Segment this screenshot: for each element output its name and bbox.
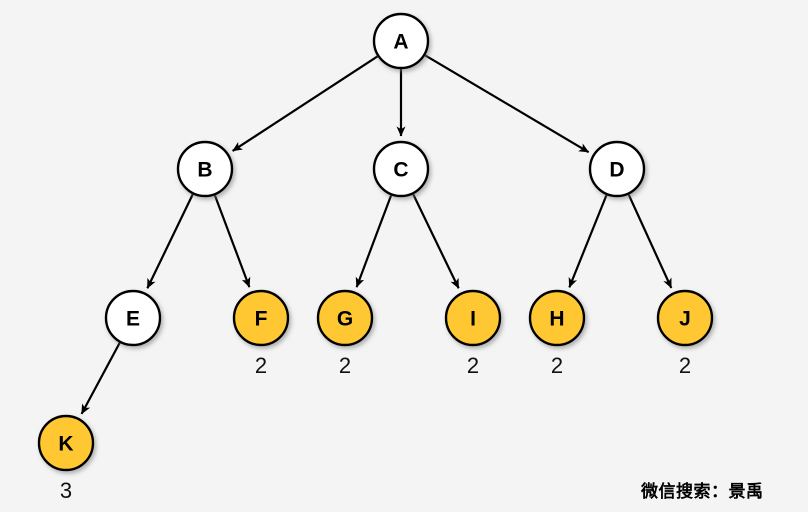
node-count-k: 3 <box>60 478 72 503</box>
node-circle-e <box>104 289 162 347</box>
node-count-j: 2 <box>679 353 691 378</box>
tree-edge-d-j <box>627 193 673 289</box>
nodes-layer: A B C D E F G I H J K <box>37 12 714 472</box>
node-circle-j <box>656 289 714 347</box>
node-circle-g <box>316 289 374 347</box>
node-circle-a <box>372 12 430 70</box>
node-label-h: H <box>549 308 564 331</box>
tree-edge-b-f <box>213 194 251 288</box>
edges-layer <box>80 54 673 415</box>
node-circle-k <box>37 414 95 472</box>
node-label-i: I <box>470 308 476 331</box>
tree-node-b[interactable]: B <box>176 140 234 198</box>
node-count-f: 2 <box>255 353 267 378</box>
tree-node-e[interactable]: E <box>104 289 162 347</box>
node-circle-c <box>372 140 430 198</box>
tree-node-i[interactable]: I <box>444 289 502 347</box>
node-circle-i <box>444 289 502 347</box>
tree-node-j[interactable]: J <box>656 289 714 347</box>
tree-edge-c-g <box>355 194 393 288</box>
tree-edge-a-b <box>232 55 379 152</box>
node-circle-f <box>232 289 290 347</box>
tree-edge-e-k <box>80 341 121 415</box>
node-label-c: C <box>393 159 408 182</box>
tree-edge-c-i <box>411 193 460 289</box>
node-circle-d <box>588 140 646 198</box>
node-label-g: G <box>337 308 353 331</box>
tree-node-f[interactable]: F <box>232 289 290 347</box>
tree-edge-b-e <box>146 193 195 289</box>
node-label-a: A <box>393 31 408 54</box>
tree-edge-d-h <box>568 194 608 288</box>
node-label-f: F <box>255 308 268 331</box>
node-label-e: E <box>126 308 140 331</box>
tree-node-k[interactable]: K <box>37 414 95 472</box>
node-label-j: J <box>679 308 691 331</box>
node-label-k: K <box>58 433 73 456</box>
tree-node-a[interactable]: A <box>372 12 430 70</box>
tree-node-d[interactable]: D <box>588 140 646 198</box>
count-labels-layer: 2 2 2 2 2 3 <box>60 353 691 503</box>
node-circle-b <box>176 140 234 198</box>
tree-node-h[interactable]: H <box>528 289 586 347</box>
watermark-label: 微信搜索：景禹 <box>641 482 764 502</box>
tree-edge-a-d <box>424 54 590 154</box>
tree-node-c[interactable]: C <box>372 140 430 198</box>
node-count-i: 2 <box>467 353 479 378</box>
node-circle-h <box>528 289 586 347</box>
node-label-b: B <box>197 159 212 182</box>
node-count-h: 2 <box>551 353 563 378</box>
tree-node-g[interactable]: G <box>316 289 374 347</box>
node-label-d: D <box>609 159 624 182</box>
node-count-g: 2 <box>339 353 351 378</box>
